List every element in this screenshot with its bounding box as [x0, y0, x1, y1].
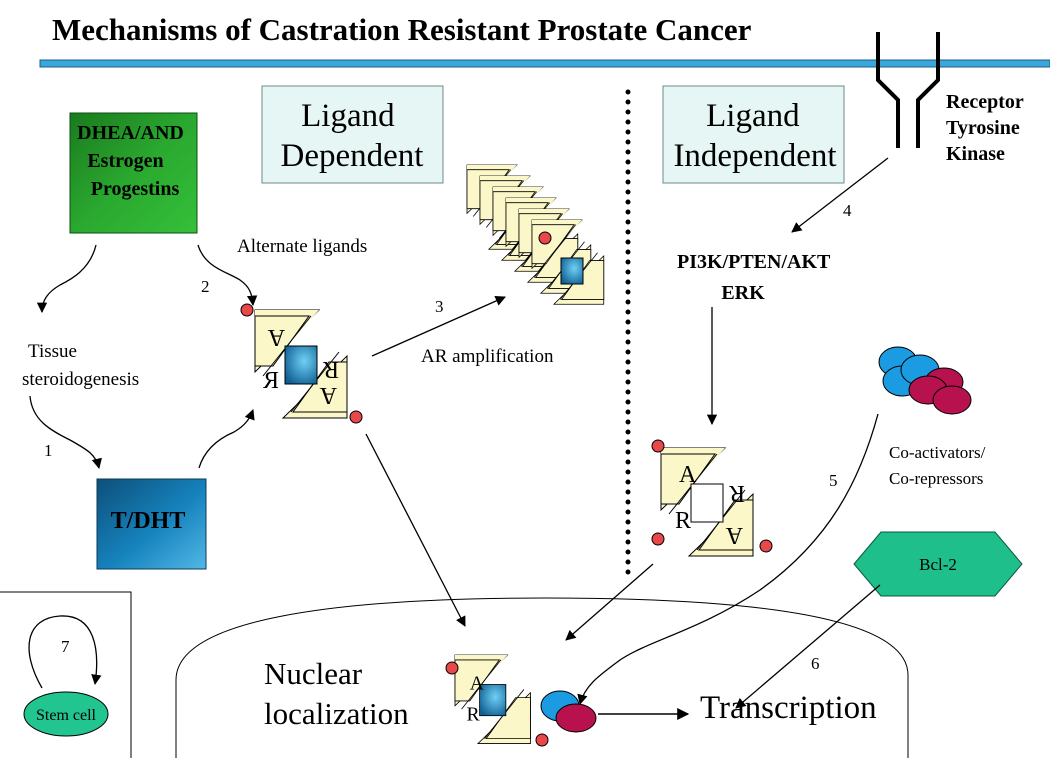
- coregulator-cluster-icon: [878, 346, 972, 415]
- ligand-dot: [759, 539, 773, 553]
- receptor-tyrosine-kinase-icon: [876, 32, 940, 148]
- ligand-dependent-label: Ligand Dependent: [281, 98, 424, 174]
- diagram-title: Mechanisms of Castration Resistant Prost…: [52, 12, 752, 47]
- arrow-stem-cell-self-renewal: [28, 615, 102, 689]
- ligand-dot: [445, 661, 459, 675]
- ar-amplification-stack: [466, 164, 605, 305]
- t-dht-label: T/DHT: [111, 508, 186, 534]
- nuclear-ar-complex: A R: [454, 654, 531, 744]
- step-number-3: 3: [435, 297, 444, 316]
- arrow-independent-ar-to-nucleus: [565, 563, 654, 641]
- alternate-ligands-label: Alternate ligands: [237, 236, 367, 257]
- ar-amplification-label: AR amplification: [421, 346, 554, 367]
- nuclear-localization-label: Nuclear localization: [264, 656, 409, 731]
- androgen-receptor-independent: A R R A: [660, 447, 754, 557]
- arrow-ar-to-nucleus: [365, 433, 466, 627]
- ar-glyph-left: R: [263, 368, 279, 394]
- coregulators-label: Co-activators/ Co-repressors: [889, 443, 990, 488]
- bound-ligand-core: [284, 345, 318, 385]
- ligand-independent-box: [662, 85, 845, 184]
- ligand-dot: [349, 410, 363, 424]
- precursor-steroids-label: DHEA/AND Estrogen Progestins: [77, 122, 189, 200]
- ar-glyph-top: A: [470, 672, 485, 694]
- ar-glyph-top: A: [267, 324, 285, 350]
- rtk-label: Receptor Tyrosine Kinase: [946, 91, 1028, 165]
- bcl2-shape: [853, 531, 1023, 597]
- androgen-receptor-dependent: A R R A: [254, 309, 348, 419]
- arrow-steroidogenesis-to-tdht: [29, 395, 102, 470]
- ar-glyph-bottom: A: [319, 382, 337, 408]
- ar-glyph-left: R: [466, 704, 480, 726]
- arrow-to-amplification: [371, 296, 506, 357]
- arrow-coregulators-to-complex: [577, 413, 879, 706]
- precursor-steroids-box: [69, 112, 198, 234]
- ligand-independent-label: Ligand Independent: [673, 98, 836, 174]
- corepressor-icon: [555, 703, 597, 733]
- tissue-steroidogenesis-label: Tissue steroidogenesis: [22, 341, 139, 390]
- arrow-tdht-to-ar: [198, 409, 255, 469]
- bcl2-label: Bcl-2: [919, 555, 957, 574]
- ar-glyph-top: A: [679, 462, 697, 488]
- ligand-dot: [538, 231, 552, 245]
- ar-glyph-bottom: A: [725, 522, 743, 548]
- ligand-dot: [240, 303, 254, 317]
- step-number-7: 7: [61, 637, 70, 656]
- ar-glyph-right: R: [729, 480, 745, 506]
- pathway-label: PI3K/PTEN/AKT ERK: [677, 251, 835, 304]
- ligand-dependent-box: [261, 85, 444, 184]
- arrow-bcl2-to-transcription: [735, 584, 881, 709]
- step-number-6: 6: [811, 654, 820, 673]
- stem-cell-shape: [23, 691, 109, 737]
- t-dht-box: [96, 478, 207, 570]
- step-number-4: 4: [843, 201, 852, 220]
- bound-ligand-core: [560, 257, 584, 285]
- ar-glyph-right: R: [323, 356, 339, 382]
- transcription-label: Transcription: [700, 690, 877, 726]
- title-underline: [39, 59, 1050, 68]
- arrow-rtk-to-pathway: [791, 157, 889, 233]
- stem-cell-label: Stem cell: [36, 707, 97, 724]
- ar-glyph-left: R: [675, 508, 691, 534]
- arrow-precursor-to-steroidogenesis: [36, 244, 97, 314]
- step-number-2: 2: [201, 277, 210, 296]
- ligand-dot: [651, 532, 665, 546]
- ligand-dot: [651, 439, 665, 453]
- step-number-1: 1: [44, 441, 53, 460]
- step-number-5: 5: [829, 471, 838, 490]
- arrow-precursor-to-ar: [197, 244, 258, 307]
- nucleus-outline: [175, 597, 909, 758]
- ligand-dot: [535, 733, 549, 747]
- stem-cell-inset-frame: [0, 591, 132, 758]
